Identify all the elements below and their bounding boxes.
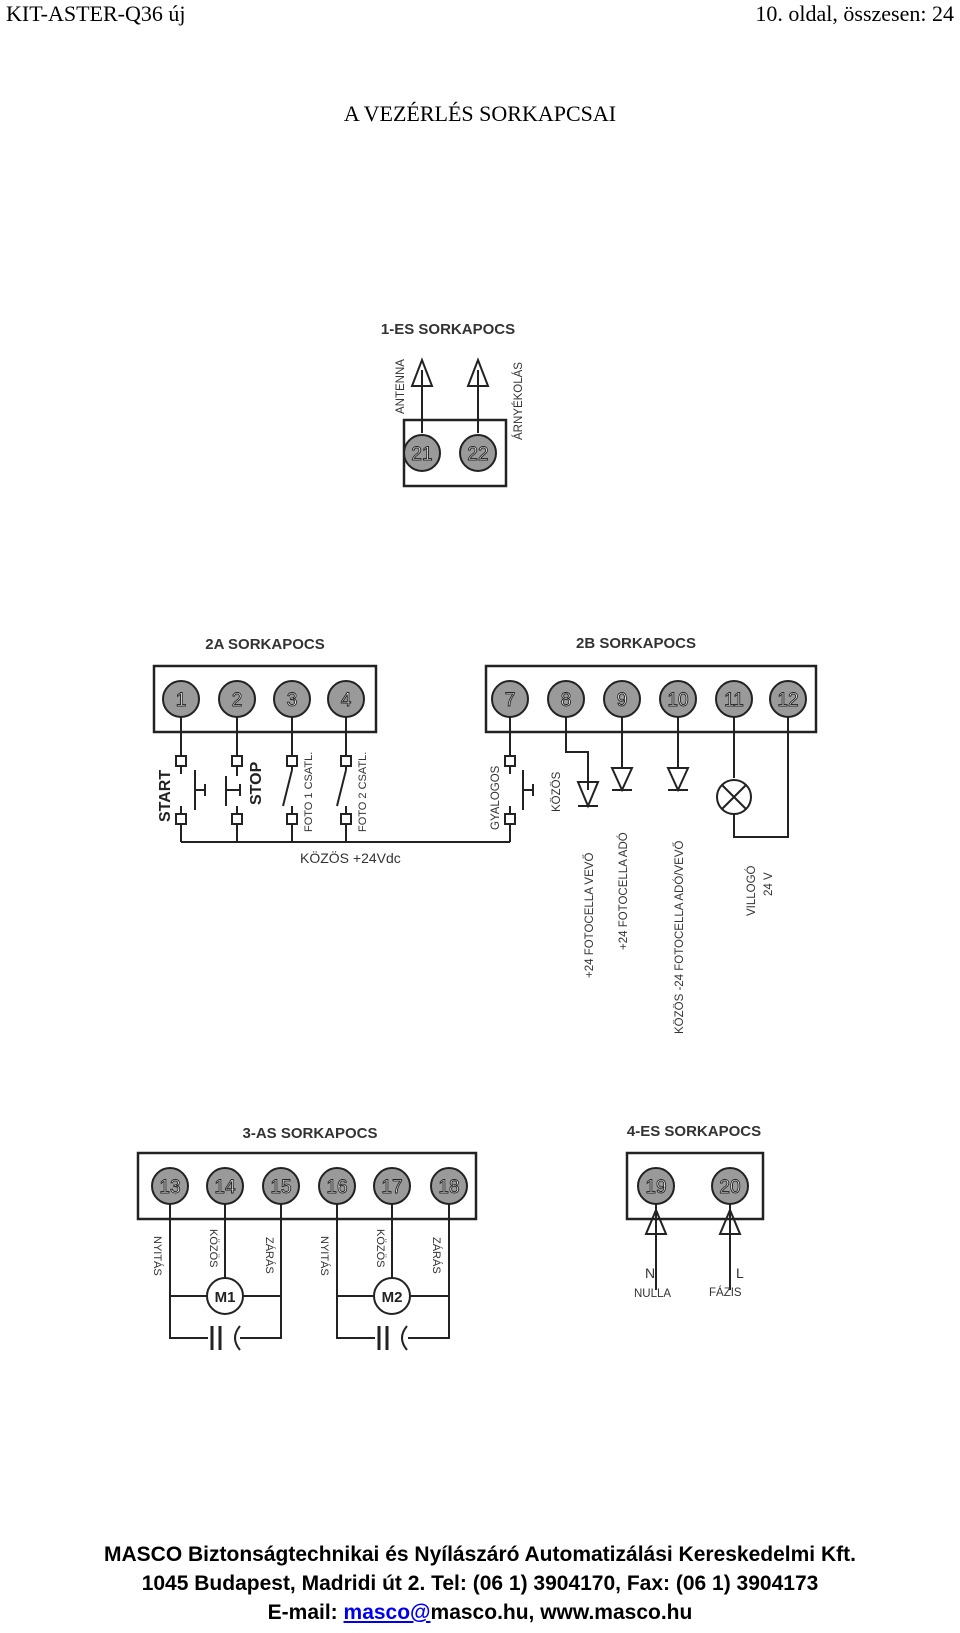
m2-open-label: NYITÁS	[318, 1236, 331, 1276]
terminal-8-label: 8	[561, 690, 572, 711]
start-label: START	[157, 770, 174, 822]
terminal-17-label: 17	[381, 1177, 402, 1198]
rx-wire	[565, 717, 589, 790]
terminal-12-label: 12	[777, 690, 798, 711]
antenna-arrow-icon	[410, 357, 434, 387]
foto2-contact-icon	[336, 717, 352, 842]
foto1-label: FOTO 1 CSATL.	[303, 752, 315, 832]
terminal-21-label: 21	[411, 444, 432, 465]
stop-label: STOP	[248, 761, 265, 805]
block-2b-sorkapocs: 2B SORKAPOCS 7 8 9 10 11 12 GYALOGOS KÖZ…	[484, 635, 818, 1034]
lamp-label: VILLOGÓ	[745, 865, 758, 916]
tx-label: +24 FOTOCELLA ADÓ	[617, 832, 630, 950]
motor-m2-icon	[373, 1277, 411, 1315]
motor-m2-label: M2	[382, 1289, 403, 1306]
footer-email-prefix: E-mail:	[267, 1601, 344, 1624]
block4-title: 4-ES SORKAPOCS	[627, 1123, 761, 1140]
block-4-sorkapocs: 4-ES SORKAPOCS 19 20 N L NULLA FÁZIS	[625, 1123, 765, 1300]
header-page-number: 10. oldal, összesen: 24	[755, 1, 954, 26]
terminal-3-label: 3	[287, 690, 298, 711]
rx-arrow-icon	[576, 781, 600, 809]
block-3-sorkapocs: 3-AS SORKAPOCS 13 14 15 16 17 18 M1 NYIT…	[136, 1125, 478, 1351]
terminal-22	[459, 434, 497, 472]
terminal-9-label: 9	[617, 690, 628, 711]
neutral-label: NULLA	[634, 1288, 671, 1300]
terminal-16-label: 16	[326, 1177, 347, 1198]
start-pushbutton-icon	[175, 717, 206, 842]
phase-arrow-icon	[718, 1207, 742, 1235]
phase-l-label: L	[736, 1265, 744, 1281]
terminal-7-label: 7	[505, 690, 516, 711]
common-24vdc-label: KÖZÖS +24Vdc	[300, 849, 401, 866]
foto2-label: FOTO 2 CSATL.	[357, 752, 369, 832]
footer-contact: E-mail: masco@masco.hu, www.masco.hu	[0, 1598, 960, 1627]
lamp-wire-12	[733, 717, 789, 838]
m1-close-label: ZÁRÁS	[263, 1237, 276, 1274]
terminal-15-label: 15	[270, 1177, 291, 1198]
common-rx-tx-label: KÖZÖS -24 FOTOCELLA ADÓ/VEVŐ	[672, 841, 686, 1034]
block4-frame	[625, 1151, 765, 1221]
block2a-title: 2A SORKAPOCS	[205, 636, 324, 653]
motor-m1-label: M1	[215, 1289, 236, 1306]
shield-label: ÁRNYÉKOLÁS	[512, 362, 525, 440]
foto1-contact-icon	[282, 717, 298, 842]
terminal-13-label: 13	[159, 1177, 180, 1198]
stop-pushbutton-icon	[225, 717, 243, 842]
block3-title: 3-AS SORKAPOCS	[242, 1125, 377, 1142]
footer-email-link[interactable]: masco@	[343, 1601, 431, 1624]
antenna-label: ANTENNA	[395, 359, 407, 414]
common-rx-tx-arrow-icon	[666, 767, 690, 793]
neutral-n-label: N	[645, 1265, 655, 1281]
block-2a-sorkapocs: 2A SORKAPOCS 1 2 3 4 START	[152, 636, 510, 866]
terminal-19-label: 19	[645, 1177, 666, 1198]
motor-m1-icon	[206, 1277, 244, 1315]
footer-company: MASCO Biztonságtechnikai és Nyílászáró A…	[104, 1543, 856, 1566]
tx-arrow-icon	[610, 767, 634, 793]
pedestrian-label: GYALOGOS	[490, 765, 502, 830]
terminal-2-label: 2	[232, 690, 243, 711]
m2-close-label: ZÁRÁS	[430, 1237, 443, 1274]
block2a-frame	[152, 664, 378, 734]
neutral-arrow-icon	[644, 1207, 668, 1235]
block1-title: 1-ES SORKAPOCS	[381, 321, 515, 338]
footer-address: 1045 Budapest, Madridi út 2. Tel: (06 1)…	[141, 1572, 819, 1595]
block2b-frame	[484, 664, 818, 734]
terminal-21	[403, 434, 441, 472]
lamp-voltage-label: 24 V	[763, 872, 775, 896]
m1-open-label: NYITÁS	[151, 1236, 164, 1276]
terminal-4-label: 4	[341, 690, 352, 711]
flashing-lamp-icon	[716, 779, 752, 815]
terminal-20-label: 20	[719, 1177, 740, 1198]
terminal-14-label: 14	[214, 1177, 236, 1198]
page-title: A VEZÉRLÉS SORKAPCSAI	[343, 101, 617, 126]
terminal-10-label: 10	[667, 690, 688, 711]
phase-label: FÁZIS	[709, 1286, 742, 1299]
block-1-sorkapocs: 1-ES SORKAPOCS 21 22 ANTENNA ÁRNYÉKOLÁS	[381, 321, 525, 488]
m2-common-label: KÖZÖS	[374, 1229, 386, 1268]
motor-2-wiring	[336, 1204, 450, 1351]
shield-arrow-icon	[466, 357, 490, 387]
terminal-11-label: 11	[724, 690, 744, 711]
header-document-code: KIT-ASTER-Q36 új	[6, 1, 186, 26]
terminal-22-label: 22	[467, 444, 488, 465]
common-label: KÖZÖS	[551, 771, 563, 812]
block2b-title: 2B SORKAPOCS	[576, 635, 696, 652]
m1-common-label: KÖZÖS	[207, 1229, 219, 1268]
pedestrian-pushbutton-icon	[504, 717, 534, 842]
block3-frame	[136, 1151, 478, 1221]
terminal-18-label: 18	[438, 1177, 459, 1198]
motor-1-wiring	[169, 1204, 282, 1351]
terminal-1-label: 1	[176, 690, 187, 711]
footer-email-rest[interactable]: masco.hu, www.masco.hu	[430, 1601, 693, 1624]
rx-label: +24 FOTOCELLA VEVŐ	[582, 853, 596, 978]
